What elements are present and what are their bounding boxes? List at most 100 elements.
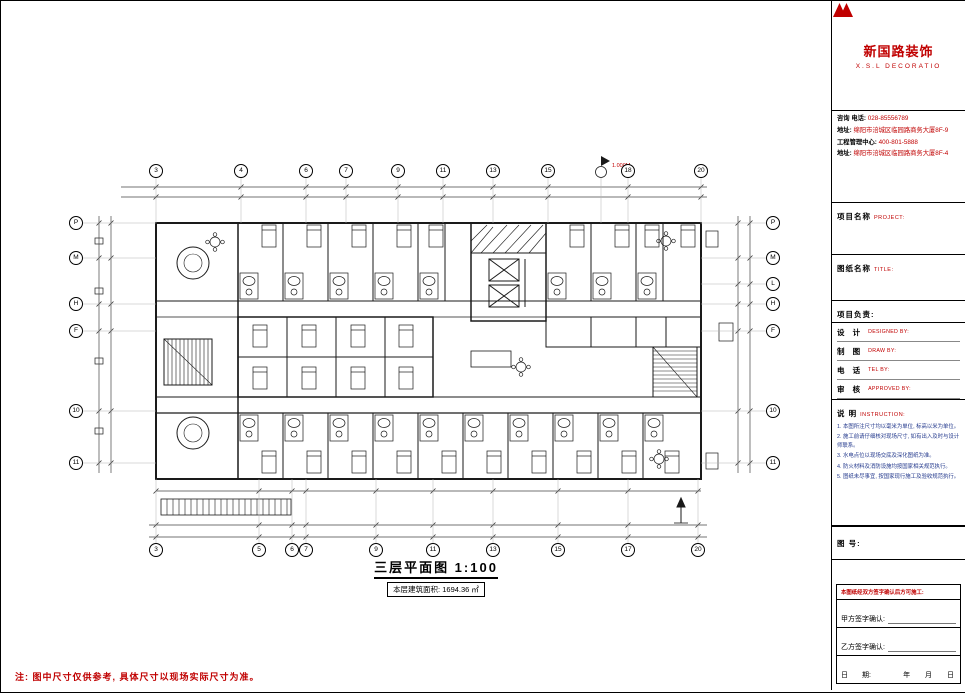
grid-bubble: 6 <box>285 543 299 557</box>
staff-en-label: APPROVED BY: <box>868 386 911 392</box>
drawing-name-label: 图纸名称 <box>837 264 871 273</box>
grid-bubble: 13 <box>486 543 500 557</box>
floor-plan-svg: 1.000M <box>83 156 766 543</box>
staff-en-label: DESIGNED BY: <box>868 329 910 335</box>
grid-bubble: 13 <box>486 164 500 178</box>
instruction-label: 说 明 <box>837 409 858 418</box>
plan-walls <box>94 222 734 516</box>
party-a-label: 甲方签字确认: <box>841 616 885 623</box>
contact-value: 400-801-5888 <box>876 138 918 146</box>
plan-caption: 三层平面图 1:100 本层建筑面积: 1694.36 ㎡ <box>331 557 541 597</box>
grid-bubble: 3 <box>149 543 163 557</box>
instruction-notes: 1. 本图所注尺寸均以毫米为单位, 标高以米为单位。 2. 施工前请仔细核对现场尺… <box>837 423 960 481</box>
contact-value: 绵阳市涪城区临园路商务大厦8F-9 <box>851 126 949 134</box>
staff-cn-label: 电 话 <box>837 365 864 375</box>
staff-en-label: TEL BY: <box>868 367 890 373</box>
contact-label: 咨询 电话: <box>837 115 867 122</box>
stair-hatch <box>166 224 697 515</box>
grid-bubble: 20 <box>694 164 708 178</box>
staff-cn-label: 制 图 <box>837 346 864 356</box>
grid-bubble: 15 <box>541 164 555 178</box>
contact-value: 028-85556789 <box>866 115 909 122</box>
party-b-signature-line <box>887 641 956 652</box>
date-row: 日 期: 年 月 日 <box>837 656 960 683</box>
plan-title: 三层平面图 1:100 <box>374 557 498 579</box>
grid-bubble: 15 <box>551 543 565 557</box>
staff-row: 设 计 DESIGNED BY: <box>837 323 960 342</box>
company-contact-info: 咨询 电话: 028-85556789 地址: 绵阳市涪城区临园路商务大厦8F-9… <box>832 111 965 203</box>
dimension-disclaimer: 注: 图中尺寸仅供参考, 具体尺寸以现场实际尺寸为准。 <box>15 672 260 682</box>
drawing-number-label: 图 号: <box>837 538 861 548</box>
grid-bubble: H <box>766 297 780 311</box>
grid-bubble: 4 <box>234 164 248 178</box>
drawing-name-en: TITLE: <box>874 267 894 273</box>
north-arrow-icon <box>674 496 688 524</box>
signature-box: 本图纸经双方签字确认后方可施工: 甲方签字确认: 乙方签字确认: 日 期: 年 … <box>836 584 961 684</box>
staff-cn-label: 审 核 <box>837 384 864 394</box>
party-a-signature-line <box>887 613 956 624</box>
grid-bubble: 10 <box>69 404 83 418</box>
grid-bubble: 18 <box>621 164 635 178</box>
grid-bubble: 9 <box>391 164 405 178</box>
grid-bubble: 20 <box>691 543 705 557</box>
grid-bubble: 5 <box>252 543 266 557</box>
date-suffix: 年 月 日 <box>903 672 956 679</box>
title-block-spacer <box>832 560 965 584</box>
staff-row: 电 话 TEL BY: <box>837 361 960 380</box>
logo-mark-icon <box>833 3 853 17</box>
grid-bubble: H <box>69 297 83 311</box>
company-logo: 新国路装饰 X.S.L DECORATIO <box>832 1 965 111</box>
grid-bubble: M <box>766 251 780 265</box>
party-b-signature-row: 乙方签字确认: <box>837 628 960 656</box>
dimension-chains <box>98 186 751 538</box>
project-name-label: 项目名称 <box>837 212 871 221</box>
contact-line: 地址: 绵阳市涪城区临园路商务大厦8F-9 <box>837 126 960 136</box>
plan-area-note: 本层建筑面积: 1694.36 ㎡ <box>387 582 485 597</box>
contact-value: 绵阳市涪城区临园路商务大厦8F-4 <box>851 150 949 158</box>
grid-bubble: 11 <box>436 164 450 178</box>
grid-bubble: 11 <box>69 456 83 470</box>
party-b-label: 乙方签字确认: <box>841 644 885 651</box>
grid-bubble: 3 <box>149 164 163 178</box>
instruction-en: INSTRUCTION: <box>860 412 906 418</box>
grid-bubble: P <box>766 216 780 230</box>
instruction-note: 2. 施工前请仔细核对现场尺寸, 如有出入及时与设计师联系。 <box>837 434 960 449</box>
grid-bubble: L <box>766 277 780 291</box>
staff-row: 审 核 APPROVED BY: <box>837 380 960 399</box>
instruction-note: 1. 本图所注尺寸均以毫米为单位, 标高以米为单位。 <box>837 424 960 430</box>
project-name-en: PROJECT: <box>874 215 905 221</box>
party-a-signature-row: 甲方签字确认: <box>837 600 960 628</box>
grid-bubble: 9 <box>369 543 383 557</box>
grid-extension-lines <box>83 178 766 543</box>
contact-label: 工程管理中心: <box>837 138 877 146</box>
grid-bubble: P <box>69 216 83 230</box>
logo-en-text: X.S.L DECORATIO <box>855 63 942 70</box>
staff-cn-label: 设 计 <box>837 327 864 337</box>
grid-bubble: M <box>69 251 83 265</box>
instruction-note: 5. 图纸未尽事宜, 按国家现行施工及验收规范执行。 <box>837 473 960 480</box>
signature-box-wrapper: 本图纸经双方签字确认后方可施工: 甲方签字确认: 乙方签字确认: 日 期: 年 … <box>832 584 965 690</box>
drawing-number-section: 图 号: <box>832 526 965 560</box>
grid-bubble: 6 <box>299 164 313 178</box>
project-leader-label: 项目负责: <box>837 310 875 319</box>
title-block: 新国路装饰 X.S.L DECORATIO 咨询 电话: 028-8555678… <box>831 1 965 690</box>
grid-bubble: F <box>69 324 83 338</box>
grid-bubble: 11 <box>766 456 780 470</box>
contact-line: 咨询 电话: 028-85556789 <box>837 114 960 124</box>
grid-bubble: 17 <box>621 543 635 557</box>
logo-cn-text: 新国路装饰 <box>863 44 934 59</box>
contact-line: 地址: 绵阳市涪城区临园路商务大厦8F-4 <box>837 149 960 159</box>
project-leader-section: 项目负责: <box>832 301 965 323</box>
grid-bubble: 7 <box>299 543 313 557</box>
instruction-note: 4. 防火材料及消防设施均按国家相关规范执行。 <box>837 463 951 470</box>
instruction-note: 3. 水电点位以现场交底及深化图纸为准。 <box>837 453 935 460</box>
grid-bubble: 11 <box>426 543 440 557</box>
contact-label: 地址: <box>837 126 852 134</box>
contact-label: 地址: <box>837 150 852 158</box>
